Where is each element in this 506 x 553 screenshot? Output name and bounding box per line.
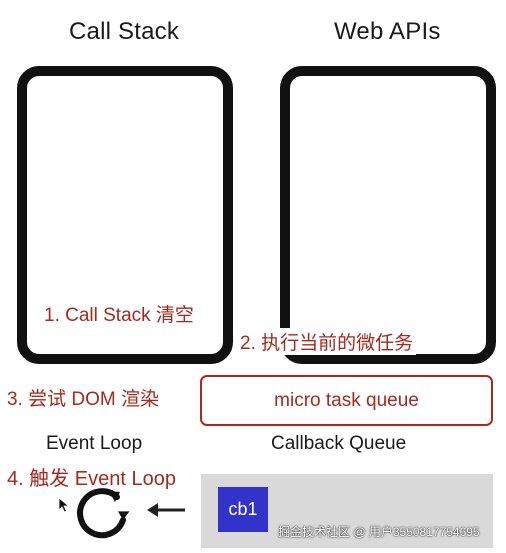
cursor-icon (58, 497, 70, 513)
web-apis-title: Web APIs (334, 18, 441, 45)
call-stack-title: Call Stack (69, 18, 180, 45)
micro-task-queue-label: micro task queue (274, 389, 419, 411)
step-1-label: 1. Call Stack 清空 (42, 300, 196, 327)
step-3-label: 3. 尝试 DOM 渲染 (7, 389, 160, 410)
web-apis-box (280, 66, 496, 364)
event-loop-label: Event Loop (46, 433, 143, 454)
micro-task-queue-box: micro task queue (200, 375, 493, 426)
step-4-label: 4. 触发 Event Loop (7, 468, 176, 490)
callback-queue-label: Callback Queue (271, 433, 407, 454)
arrow-left-icon (147, 503, 185, 517)
callback-item-cb1: cb1 (218, 487, 268, 532)
loop-arrow-icon (77, 488, 130, 539)
watermark-text: 掘金技术社区 @ 用户3550817754695 (278, 525, 480, 539)
step-2-label: 2. 执行当前的微任务 (237, 328, 417, 355)
